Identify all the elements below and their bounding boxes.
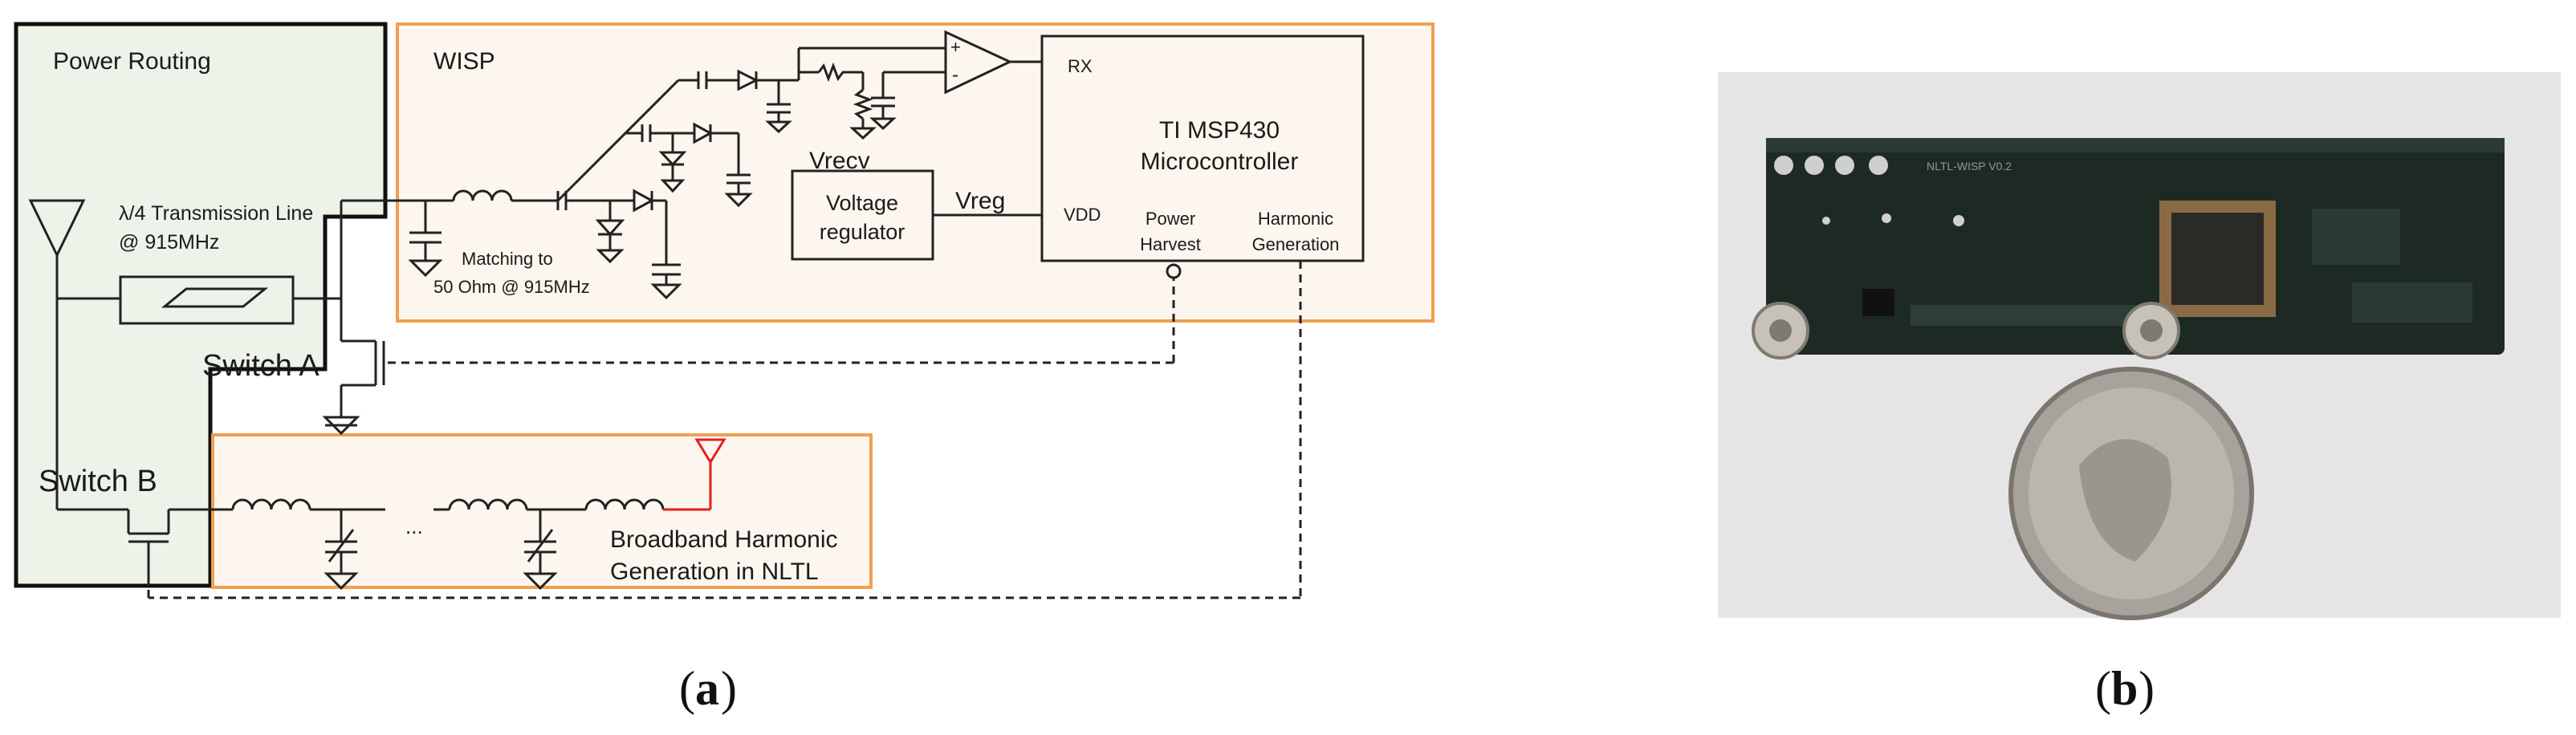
pcb-edge bbox=[1766, 138, 2505, 152]
caption-b-letter: b bbox=[2111, 662, 2138, 715]
caption-a-letter: a bbox=[695, 662, 719, 715]
transmission-line-icon bbox=[57, 199, 409, 325]
control-lines bbox=[147, 261, 1302, 599]
pcb-board bbox=[1766, 138, 2505, 355]
pcb-pad-4 bbox=[1869, 156, 1888, 175]
pcb-via-3 bbox=[1953, 215, 1964, 226]
nltl-label-1: Broadband Harmonic bbox=[610, 526, 838, 553]
matching-network bbox=[408, 189, 558, 278]
power-harvest-label-2: Harvest bbox=[1140, 234, 1201, 254]
nltl-ellipsis: ... bbox=[405, 514, 423, 538]
pcb-mount-left-hole bbox=[1769, 319, 1792, 342]
pcb-mount-right-hole bbox=[2140, 319, 2163, 342]
nltl-antenna-icon bbox=[663, 438, 726, 511]
harmonic-gen-label-2: Generation bbox=[1252, 234, 1340, 254]
power-routing-label: Power Routing bbox=[53, 48, 211, 75]
transmission-line-label-1: λ/4 Transmission Line bbox=[119, 202, 313, 225]
op-amp-minus: - bbox=[952, 64, 958, 86]
panel-a-diagram: Power Routing WISP λ/4 Transmission Line… bbox=[14, 22, 1435, 599]
rx-label: RX bbox=[1068, 56, 1093, 76]
matching-label-1: Matching to bbox=[462, 249, 553, 269]
caption-a-open: ( bbox=[679, 662, 695, 715]
antenna-icon bbox=[28, 199, 86, 298]
harmonic-gen-label-1: Harmonic bbox=[1258, 209, 1333, 229]
regulator-label-1: Voltage bbox=[826, 191, 898, 215]
pcb-via-2 bbox=[1882, 213, 1891, 223]
power-harvest-label-1: Power bbox=[1146, 209, 1195, 229]
switch-b-icon bbox=[55, 298, 217, 586]
pcb-pad-3 bbox=[1835, 156, 1854, 175]
coin-relief bbox=[2079, 439, 2171, 562]
power-harvest-pin bbox=[1166, 263, 1182, 279]
caption-a-close: ) bbox=[721, 662, 737, 715]
pcb-component-2 bbox=[2312, 209, 2400, 265]
caption-b-open: ( bbox=[2095, 662, 2111, 715]
nltl-ladder bbox=[217, 498, 665, 591]
op-amp-plus: + bbox=[950, 37, 961, 57]
pcb-pad-2 bbox=[1805, 156, 1824, 175]
mcu-label-2: Microcontroller bbox=[1141, 148, 1299, 175]
microcontroller-box bbox=[1040, 35, 1365, 262]
panel-b-photo: NLTL-WISP V0.2 bbox=[1718, 72, 2561, 620]
mcu-label-1: TI MSP430 bbox=[1159, 117, 1280, 144]
regulator-label-2: regulator bbox=[820, 220, 905, 244]
wisp-label: WISP bbox=[433, 48, 495, 75]
nltl-label-2: Generation in NLTL bbox=[610, 558, 819, 585]
voltage-regulator-box bbox=[791, 169, 934, 261]
pcb-pad-1 bbox=[1774, 156, 1793, 175]
pcb-via-1 bbox=[1822, 217, 1830, 225]
switch-b-label: Switch B bbox=[39, 465, 157, 498]
pcb-component-3 bbox=[2352, 282, 2472, 323]
pcb-chip-core bbox=[2171, 213, 2264, 305]
rectifier-chain bbox=[556, 47, 946, 300]
vreg-label: Vreg bbox=[955, 188, 1005, 214]
pcb-component-1 bbox=[1862, 289, 1894, 316]
transmission-line-label-2: @ 915MHz bbox=[119, 231, 219, 254]
switch-a-label: Switch A bbox=[202, 349, 319, 383]
pcb-silkscreen: NLTL-WISP V0.2 bbox=[1927, 160, 2012, 173]
caption-b-close: ) bbox=[2139, 662, 2155, 715]
op-amp-icon bbox=[944, 30, 1042, 95]
nltl-box bbox=[211, 433, 873, 589]
pcb-trace-row bbox=[1911, 305, 2135, 326]
matching-label-2: 50 Ohm @ 915MHz bbox=[433, 277, 590, 297]
switch-a-icon bbox=[322, 298, 385, 436]
vdd-label: VDD bbox=[1064, 205, 1101, 225]
